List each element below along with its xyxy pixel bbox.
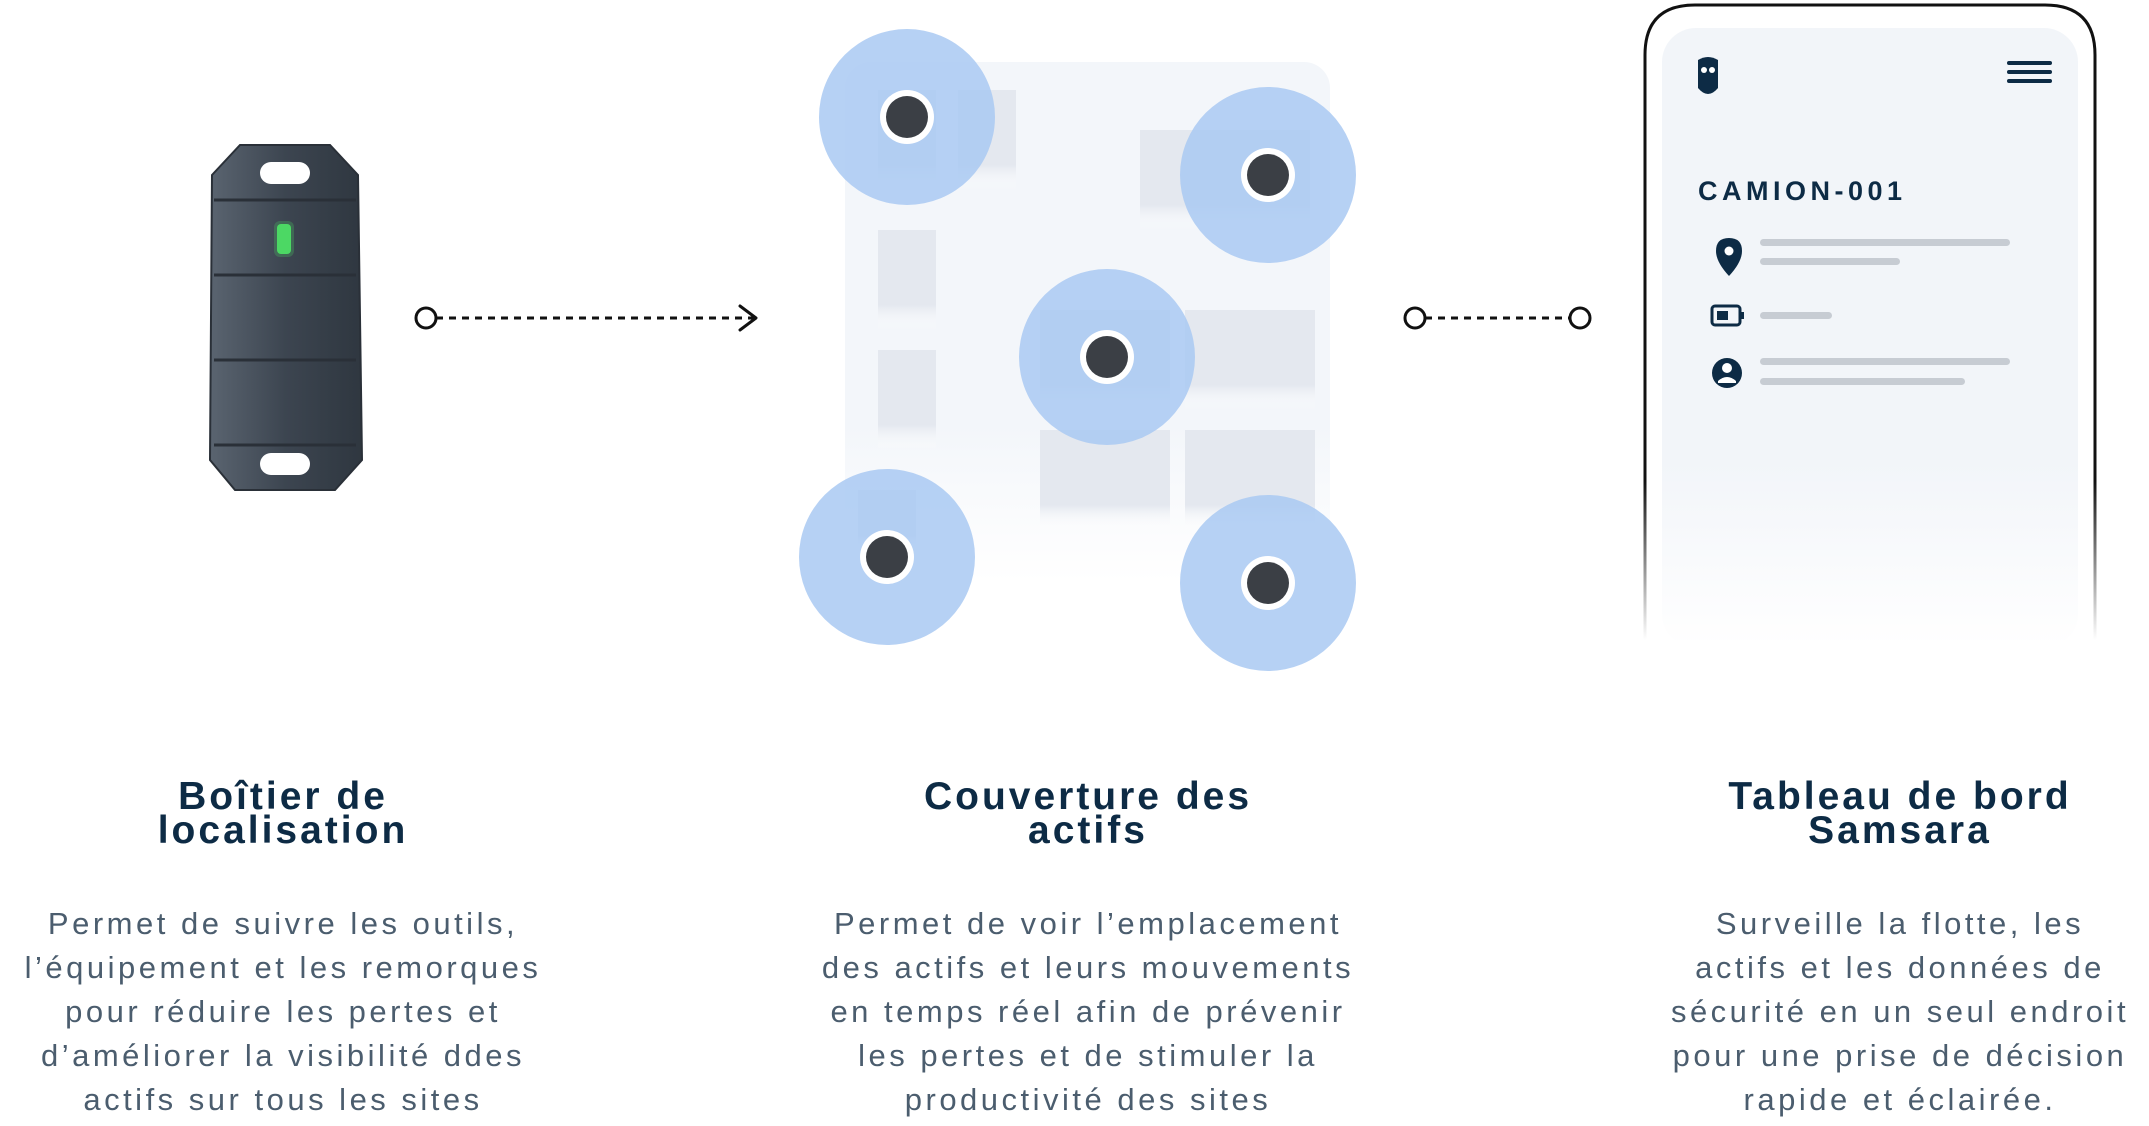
coverage-zones	[799, 29, 1356, 671]
feature-column-dashboard: Tableau de bord Samsara Surveille la flo…	[1590, 775, 2149, 1122]
menu-icon	[2007, 61, 2052, 83]
feature-title: Boîtier de localisation	[157, 775, 409, 852]
location-pin-icon	[1716, 238, 1742, 276]
feature-column-coverage: Couverture des actifs Permet de voir l’e…	[768, 775, 1408, 1122]
asset-id-label: CAMION-001	[1698, 176, 1907, 206]
asset-location-marker	[799, 469, 975, 645]
asset-location-marker	[1180, 87, 1356, 263]
tracker-device-illustration	[208, 144, 364, 491]
feature-column-tracker: Boîtier de localisation Permet de suivre…	[0, 775, 566, 1122]
feature-description: Permet de voir l’emplacement des actifs …	[821, 906, 1355, 1117]
dashed-connector-icon	[1403, 306, 1592, 330]
feature-description: Permet de suivre les outils, l’équipemen…	[24, 906, 542, 1117]
asset-location-marker	[1180, 495, 1356, 671]
asset-location-marker	[819, 29, 995, 205]
mount-hole-icon	[260, 453, 310, 475]
status-led-icon	[277, 224, 291, 254]
user-icon	[1712, 358, 1742, 388]
feature-description: Surveille la flotte, les actifs et les d…	[1670, 906, 2130, 1117]
samsara-owl-logo-icon	[1698, 57, 1718, 94]
asset-coverage-map-illustration	[799, 29, 1356, 671]
mount-hole-icon	[260, 162, 310, 184]
phone-dashboard-mockup	[1643, 3, 2097, 640]
asset-location-marker	[1019, 269, 1195, 445]
battery-icon	[1710, 304, 1744, 327]
feature-title: Tableau de bord Samsara	[1728, 775, 2072, 852]
feature-title: Couverture des actifs	[923, 775, 1253, 852]
arrow-connector-icon	[414, 304, 758, 332]
